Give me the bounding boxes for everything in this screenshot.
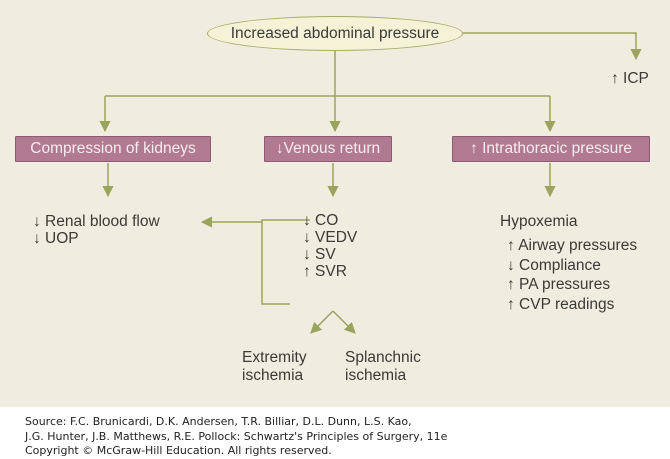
venous-effect-vedv: ↓ VEDV xyxy=(303,229,358,246)
arrow-split-to-splanchnic xyxy=(332,310,356,334)
flowchart-connectors xyxy=(99,32,642,334)
kidney-effect-renal-blood-flow: ↓ Renal blood flow xyxy=(33,213,160,230)
venous-effect-svr: ↑ SVR xyxy=(303,263,347,280)
kidney-effect-uop: ↓ UOP xyxy=(33,230,79,247)
intrathoracic-effect-compliance: ↓ Compliance xyxy=(507,256,601,274)
footer-source-line-1: Source: F.C. Brunicardi, D.K. Andersen, … xyxy=(25,415,412,428)
box-compression-of-kidneys-label: Compression of kidneys xyxy=(30,140,196,157)
label-icp: ↑ ICP xyxy=(611,70,649,87)
list-intrathoracic-effects: ↑ Airway pressures ↓ Compliance ↑ PA pre… xyxy=(507,236,637,314)
label-splanchnic-ischemia: Splanchnic ischemia xyxy=(345,349,421,384)
arrow-split-to-extremity xyxy=(310,310,334,334)
intrathoracic-effect-cvp-readings: ↑ CVP readings xyxy=(507,295,615,313)
bracket-venous-effects xyxy=(261,219,310,305)
box-intrathoracic-pressure: ↑ Intrathoracic pressure xyxy=(452,136,650,162)
intrathoracic-effect-airway-pressures: ↑ Airway pressures xyxy=(507,237,638,254)
box-compression-of-kidneys: Compression of kidneys xyxy=(15,136,211,162)
node-increased-abdominal-pressure: Increased abdominal pressure xyxy=(207,16,463,51)
list-venous-effects: ↓ CO ↓ VEDV ↓ SV ↑ SVR xyxy=(303,212,357,280)
flowchart-area: Increased abdominal pressure ↑ ICP Compr… xyxy=(0,0,670,407)
attribution-footer: Source: F.C. Brunicardi, D.K. Andersen, … xyxy=(0,407,670,459)
list-kidney-effects: ↓ Renal blood flow ↓ UOP xyxy=(33,213,160,247)
intrathoracic-effect-pa-pressures: ↑ PA pressures xyxy=(507,276,611,293)
box-venous-return-label: ↓Venous return xyxy=(275,140,381,157)
venous-effect-co: ↓ CO xyxy=(303,212,339,229)
label-extremity-ischemia: Extremity ischemia xyxy=(242,349,307,384)
node-increased-abdominal-pressure-label: Increased abdominal pressure xyxy=(230,24,440,42)
box-venous-return: ↓Venous return xyxy=(264,136,392,162)
box-intrathoracic-pressure-label: ↑ Intrathoracic pressure xyxy=(470,140,632,157)
footer-source-line-2: J.G. Hunter, J.B. Matthews, R.E. Pollock… xyxy=(25,429,448,443)
heading-hypoxemia: Hypoxemia xyxy=(500,213,578,230)
arrow-root-to-icp xyxy=(463,32,642,61)
venous-effect-sv: ↓ SV xyxy=(303,246,336,263)
footer-copyright-line: Copyright © McGraw-Hill Education. All r… xyxy=(25,444,332,457)
